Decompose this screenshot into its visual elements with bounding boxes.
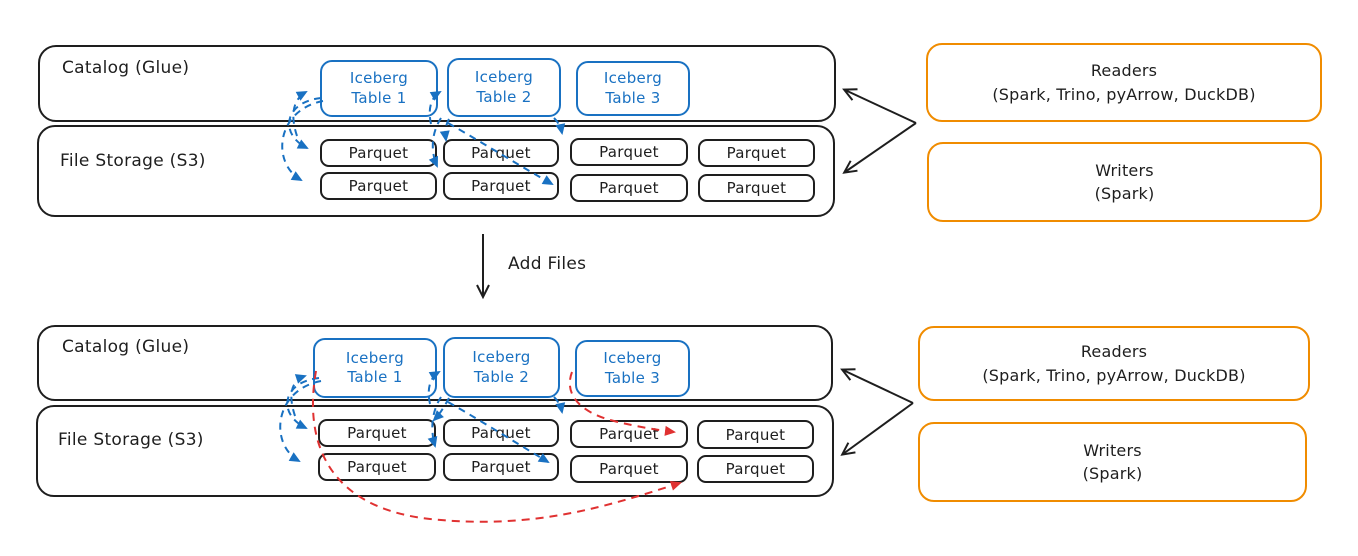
parquet-file: Parquet — [697, 455, 814, 483]
add-files-label: Add Files — [508, 254, 587, 274]
iceberg-table-3-after: Iceberg Table 3 — [575, 340, 690, 397]
parquet-file: Parquet — [443, 172, 559, 200]
parquet-file: Parquet — [697, 420, 814, 449]
parquet-file: Parquet — [318, 419, 436, 447]
writers-subtitle: (Spark) — [1094, 184, 1155, 203]
parquet-file: Parquet — [443, 419, 559, 447]
readers-box-before: Readers (Spark, Trino, pyArrow, DuckDB) — [926, 43, 1322, 122]
iceberg-table-2-after: Iceberg Table 2 — [443, 337, 560, 398]
storage-label-after: File Storage (S3) — [58, 430, 204, 450]
parquet-file: Parquet — [320, 172, 437, 200]
readers-subtitle: (Spark, Trino, pyArrow, DuckDB) — [992, 84, 1256, 104]
catalog-label-before: Catalog (Glue) — [62, 58, 190, 78]
arrow-clients-to-catalog-after — [840, 368, 914, 404]
iceberg-table-2-label: Iceberg Table 2 — [472, 348, 531, 386]
iceberg-table-1-before: Iceberg Table 1 — [320, 60, 438, 117]
writers-title: Writers — [1083, 440, 1142, 460]
parquet-file: Parquet — [443, 453, 559, 481]
parquet-file: Parquet — [318, 453, 436, 481]
parquet-file: Parquet — [570, 138, 688, 166]
catalog-label-after: Catalog (Glue) — [62, 337, 190, 357]
iceberg-table-1-after: Iceberg Table 1 — [313, 338, 437, 398]
arrow-clients-to-storage-before — [842, 122, 917, 174]
writers-box-before: Writers (Spark) — [927, 142, 1322, 222]
iceberg-table-2-label: Iceberg Table 2 — [474, 68, 534, 106]
writers-title: Writers — [1095, 160, 1154, 180]
iceberg-table-3-label: Iceberg Table 3 — [603, 69, 663, 107]
writers-subtitle: (Spark) — [1082, 464, 1143, 483]
readers-box-after: Readers (Spark, Trino, pyArrow, DuckDB) — [918, 326, 1310, 401]
parquet-file: Parquet — [698, 139, 815, 167]
storage-box-after — [36, 405, 834, 497]
iceberg-table-2-before: Iceberg Table 2 — [447, 58, 561, 117]
readers-subtitle: (Spark, Trino, pyArrow, DuckDB) — [982, 365, 1246, 385]
readers-title: Readers — [1090, 61, 1158, 81]
parquet-file: Parquet — [320, 139, 437, 167]
parquet-file: Parquet — [443, 139, 559, 167]
parquet-file: Parquet — [698, 174, 815, 202]
parquet-file: Parquet — [570, 420, 688, 448]
parquet-file: Parquet — [570, 455, 688, 483]
parquet-file: Parquet — [570, 174, 688, 202]
readers-title: Readers — [1080, 342, 1148, 362]
iceberg-table-1-label: Iceberg Table 1 — [345, 348, 405, 387]
iceberg-table-1-label: Iceberg Table 1 — [349, 69, 409, 107]
arrow-clients-to-catalog-before — [842, 88, 917, 124]
storage-label-before: File Storage (S3) — [60, 151, 206, 171]
iceberg-table-3-label: Iceberg Table 3 — [603, 349, 662, 387]
iceberg-table-3-before: Iceberg Table 3 — [576, 61, 690, 116]
writers-box-after: Writers (Spark) — [918, 422, 1307, 502]
arrow-clients-to-storage-after — [840, 402, 914, 456]
